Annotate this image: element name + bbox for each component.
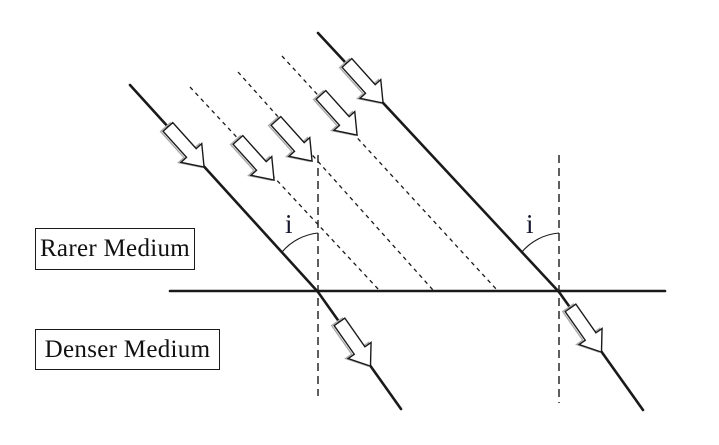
angle-arc-right	[520, 232, 560, 254]
dashed-ray-3	[281, 55, 498, 291]
angle-arc-left	[281, 232, 319, 253]
denser-medium-label: Denser Medium	[44, 335, 211, 363]
angle-incidence-label-right: i	[526, 209, 534, 239]
incident-ray-left	[128, 83, 320, 294]
angle-incidence-label-left: i	[285, 209, 293, 239]
direction-arrow-dashed-1	[224, 129, 286, 191]
direction-arrow-refracted-2	[555, 299, 614, 361]
dashed-ray-1	[189, 86, 380, 291]
rarer-medium-label-box: Rarer Medium	[35, 228, 195, 270]
denser-medium-label-box: Denser Medium	[35, 329, 220, 370]
dashed-ray-2	[237, 71, 434, 291]
rarer-medium-label: Rarer Medium	[39, 235, 191, 262]
direction-arrow-refracted-1	[324, 313, 383, 375]
